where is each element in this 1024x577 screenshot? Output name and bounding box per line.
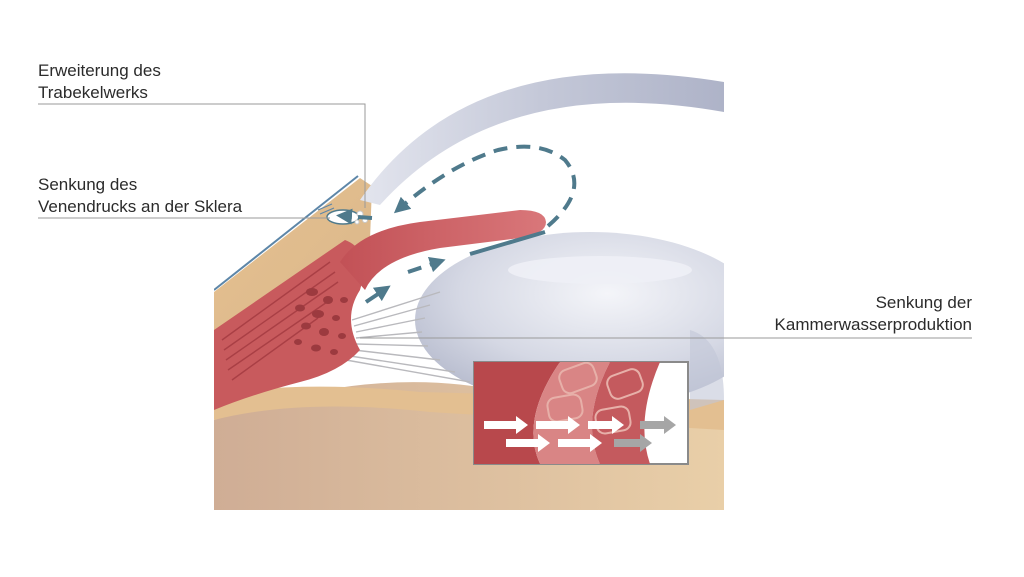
flow-arrow-outflow [336, 208, 373, 225]
vessel-cells [546, 362, 644, 435]
flow-arrow-upward [364, 285, 391, 304]
aqueous-flow-arrows [336, 144, 577, 304]
label-trabekelwerk: Erweiterung des Trabekelwerks [38, 60, 161, 104]
cornea [360, 73, 724, 205]
label-kammerwasser-line-2: Kammerwasserproduktion [774, 315, 972, 334]
inset-flow-arrows-gray [614, 416, 676, 452]
vessel-band-dark [474, 362, 560, 464]
label-trabekelwerk-line-1: Erweiterung des [38, 61, 161, 80]
lens-capsule-right [690, 330, 724, 410]
leader-lines [38, 103, 972, 339]
flow-arrow-iris [407, 256, 446, 274]
label-kammerwasser: Senkung der Kammerwasserproduktion [775, 292, 972, 336]
inset-vessel-closeup [473, 361, 689, 465]
iris-posterior-edge [469, 230, 546, 256]
leader-line-trabekelwerk [38, 103, 366, 208]
sclera-outer-edge [214, 175, 359, 291]
zonular-fibers [345, 291, 471, 383]
iris [340, 210, 546, 290]
lens-highlight [508, 256, 692, 284]
label-sklera: Senkung des Venendrucks an der Sklera [38, 174, 242, 218]
schlemm-canal-lines [317, 203, 335, 215]
label-sklera-line-1: Senkung des [38, 175, 138, 194]
label-trabekelwerk-line-2: Trabekelwerks [38, 83, 148, 102]
label-kammerwasser-line-1: Senkung der [875, 293, 972, 312]
ciliary-processes [294, 288, 348, 355]
inset-flow-arrows-white [484, 416, 624, 452]
ciliary-body [214, 240, 364, 410]
label-sklera-line-2: Venendrucks an der Sklera [38, 197, 243, 216]
